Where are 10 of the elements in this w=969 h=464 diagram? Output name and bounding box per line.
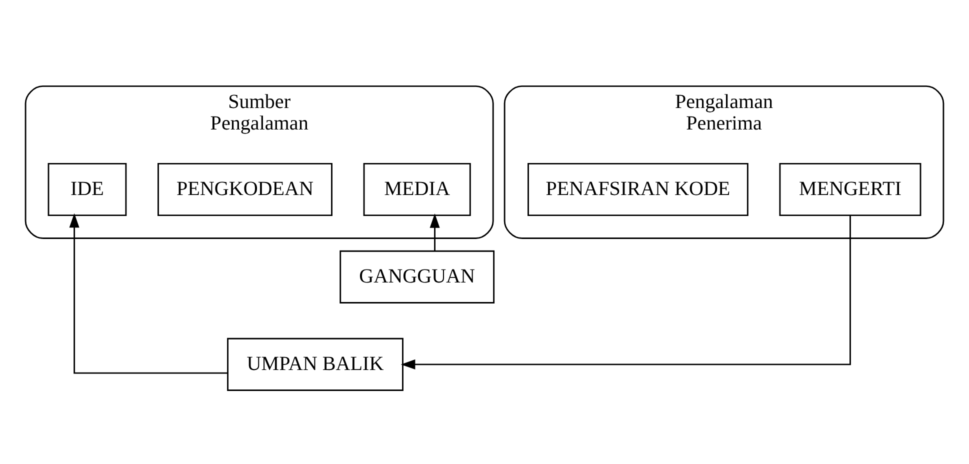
arrow (69, 212, 228, 374)
node-box: UMPAN BALIK (227, 337, 404, 390)
node-box: PENAFSIRAN KODE (528, 162, 748, 216)
node-box: MEDIA (363, 162, 471, 216)
arrow (430, 213, 440, 250)
node-box: GANGGUAN (340, 250, 495, 303)
node-box: IDE (48, 162, 127, 216)
node-box: MENGERTI (779, 162, 922, 216)
arrow (400, 214, 851, 369)
node-box: PENGKODEAN (158, 162, 332, 216)
